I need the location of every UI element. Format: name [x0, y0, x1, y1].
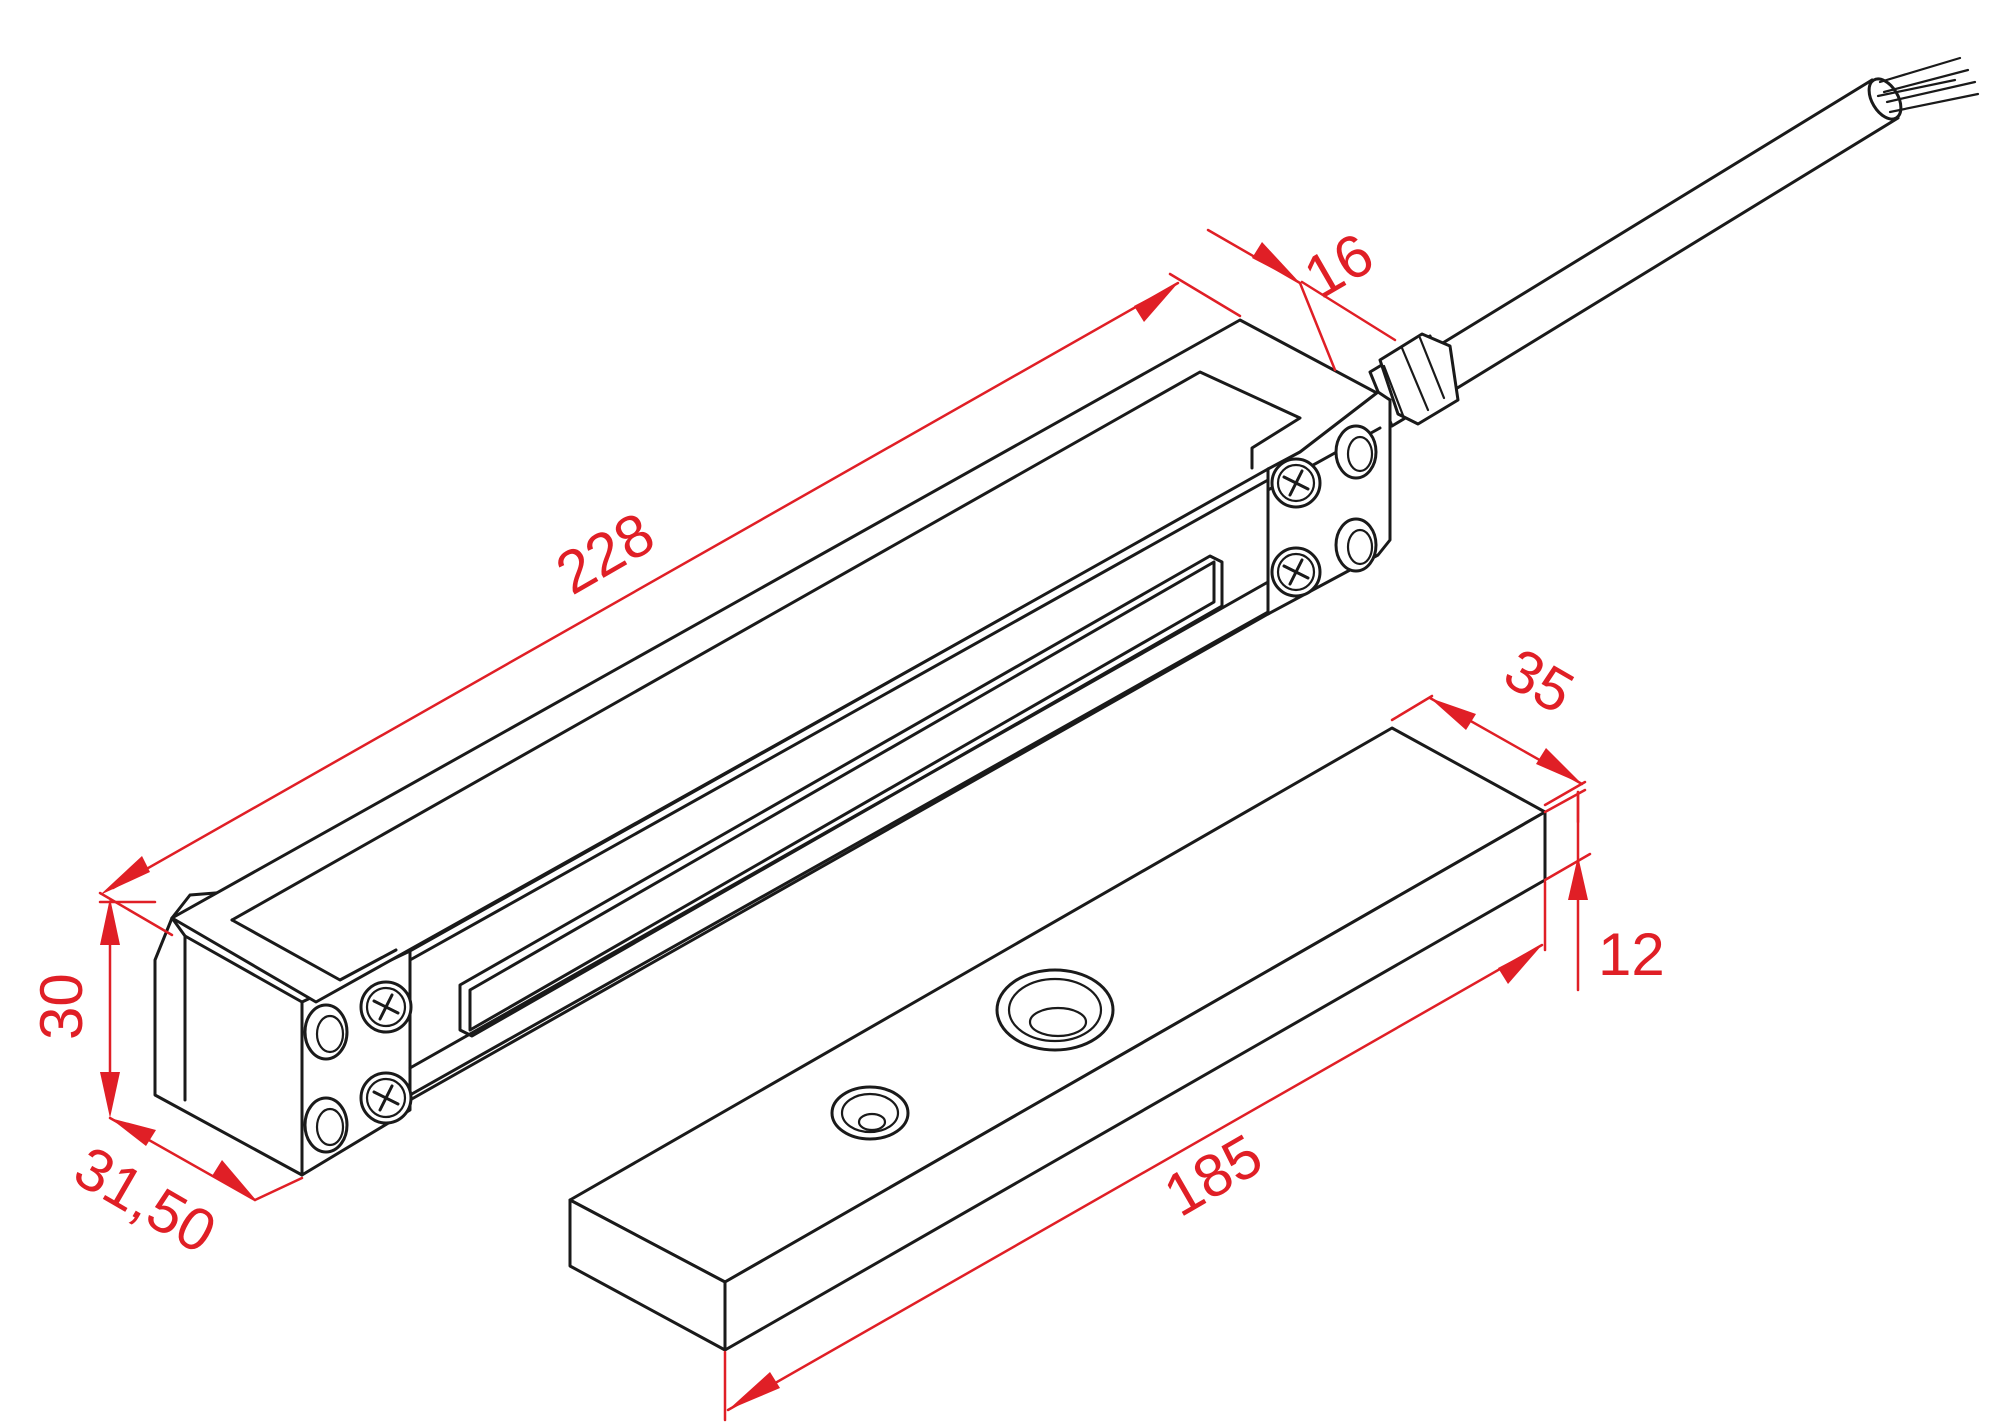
dim-magnet-height: 30	[28, 898, 157, 1118]
dim-label-magnet-length: 228	[545, 499, 665, 607]
cable	[1413, 56, 1980, 400]
left-block-fixings	[303, 980, 413, 1154]
countersunk-hole-large	[995, 968, 1115, 1052]
magnet-lock	[153, 318, 1392, 1177]
dim-label-magnet-width: 31,50	[64, 1133, 228, 1266]
dim-label-plate-length: 185	[1153, 1121, 1273, 1229]
dim-label-plate-width: 35	[1494, 635, 1585, 726]
dim-plate-thickness: 12	[1543, 790, 1665, 992]
dim-label-plate-thickness: 12	[1598, 921, 1665, 988]
armature-plate	[568, 726, 1547, 1352]
magnet-slot	[458, 554, 1224, 1038]
plate-end-face	[568, 1198, 727, 1352]
countersunk-hole-small	[830, 1085, 910, 1141]
right-block-fixings	[1270, 424, 1378, 598]
cable-wires	[1876, 56, 1980, 114]
dim-label-magnet-height: 30	[28, 973, 95, 1040]
